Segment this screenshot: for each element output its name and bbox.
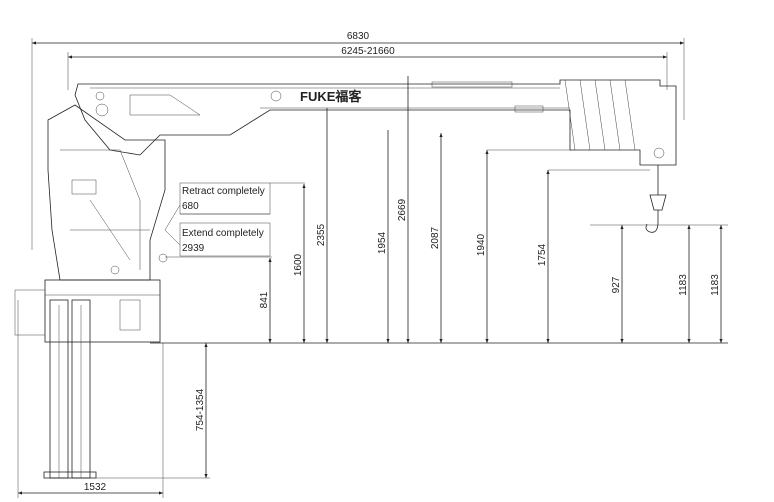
hook-block bbox=[645, 165, 667, 233]
overall-length-dimension: 6830 bbox=[31, 31, 685, 250]
base-width-dimension: 1532 bbox=[17, 300, 164, 498]
dim-927: 927 bbox=[611, 276, 622, 293]
dim-1600: 1600 bbox=[293, 253, 304, 276]
boom-reach-label: 6245-21660 bbox=[341, 46, 395, 57]
dim-2669: 2669 bbox=[397, 198, 408, 221]
overall-length-label: 6830 bbox=[347, 31, 370, 42]
extend-value: 2939 bbox=[182, 243, 205, 254]
retract-label: Retract completely bbox=[182, 186, 265, 197]
dim-841: 841 bbox=[259, 291, 270, 308]
dim-outrigger-height: 754-1354 bbox=[195, 388, 206, 431]
dim-1183-b: 1183 bbox=[710, 274, 721, 296]
dim-base-width: 1532 bbox=[84, 482, 107, 493]
dim-1954: 1954 bbox=[377, 231, 388, 254]
crane-column bbox=[14, 104, 168, 343]
extend-callout: Extend completely 2939 bbox=[164, 204, 272, 258]
dim-1754: 1754 bbox=[537, 243, 548, 266]
dim-2355: 2355 bbox=[316, 223, 327, 246]
dim-1940: 1940 bbox=[476, 233, 487, 256]
outrigger-height-dimension: 754-1354 bbox=[96, 343, 210, 479]
retract-value: 680 bbox=[182, 201, 199, 212]
fuke-logo: FUKE福客 bbox=[270, 89, 362, 104]
dim-2087: 2087 bbox=[430, 226, 441, 249]
boom-reach-dimension: 6245-21660 bbox=[67, 46, 668, 90]
extend-label: Extend completely bbox=[182, 228, 264, 239]
dim-1183-a: 1183 bbox=[678, 274, 689, 296]
vertical-dimensions: 841 1600 2355 1954 2669 2087 1940 1754 9… bbox=[259, 76, 723, 343]
outrigger-legs bbox=[43, 299, 97, 479]
retract-callout: Retract completely 680 bbox=[179, 182, 305, 215]
logo-brand: FUKE福客 bbox=[300, 89, 362, 104]
